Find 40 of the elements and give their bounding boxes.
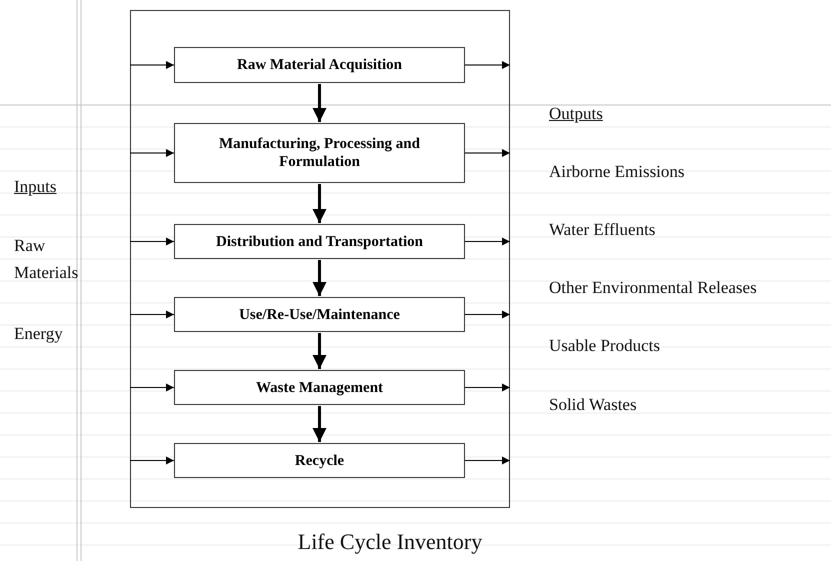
arrow	[312, 260, 326, 296]
arrow	[312, 333, 326, 369]
arrow	[464, 238, 510, 246]
arrow	[130, 384, 174, 392]
step-label: Raw Material Acquisition	[236, 56, 403, 74]
input-heading: Inputs	[14, 176, 56, 198]
step-label: Waste Management	[254, 378, 384, 396]
output-heading: Outputs	[549, 103, 603, 125]
output-item: Water Effluents	[549, 219, 656, 241]
system-boundary-box	[130, 10, 510, 508]
output-item: Solid Wastes	[549, 394, 637, 416]
process-box	[174, 370, 465, 405]
input-item: Raw Materials	[14, 235, 80, 284]
step-label: Use/Re-Use/Maintenance	[238, 306, 401, 324]
output-item: Usable Products	[549, 335, 660, 357]
output-item: Other Environmental Releases	[549, 277, 757, 299]
process-box	[174, 224, 465, 259]
output-item: Airborne Emissions	[549, 161, 685, 183]
caption: Life Cycle Inventory	[296, 528, 484, 556]
arrow	[464, 149, 510, 157]
step-label: Distribution and Transportation	[215, 232, 424, 250]
arrow	[130, 456, 174, 464]
arrow	[312, 84, 326, 122]
arrow	[130, 149, 174, 157]
arrow	[464, 61, 510, 69]
arrow	[130, 238, 174, 246]
arrow	[312, 184, 326, 223]
step-label: Manufacturing, Processing and Formulation	[218, 135, 421, 171]
arrow	[464, 384, 510, 392]
process-box	[174, 47, 465, 83]
arrow	[464, 456, 510, 464]
arrow	[464, 310, 510, 318]
arrow	[130, 310, 174, 318]
arrow	[312, 406, 326, 442]
process-box	[174, 297, 465, 332]
process-box	[174, 123, 465, 183]
arrow	[130, 61, 174, 69]
step-label: Recycle	[294, 452, 346, 470]
input-item: Energy	[14, 323, 63, 345]
process-box	[174, 443, 465, 478]
